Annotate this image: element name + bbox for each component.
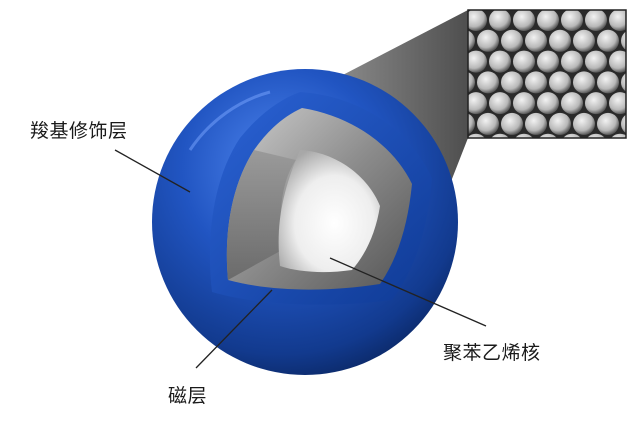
micrograph-bead [609,50,626,73]
sphere-highlight [188,90,271,151]
label-magnetic-layer: 磁层 [168,385,208,407]
micrograph-bead [489,92,511,115]
micrograph-bead [621,31,626,51]
micrograph-bead [549,71,571,94]
sem-micrograph [468,9,639,156]
micrograph-bead [489,50,511,73]
micrograph-bead [633,92,639,114]
micrograph-bead [537,10,559,31]
micrograph-bead [609,92,626,115]
micrograph-bead [537,92,559,115]
micrograph-bead [513,92,535,115]
polystyrene-core [278,150,380,273]
micrograph-bead [621,114,626,134]
micrograph-bead [537,50,559,73]
micrograph-bead [515,133,533,138]
micrograph-bead [468,10,487,31]
micrograph-bead [525,29,547,52]
micrograph-bead [468,133,485,138]
leader-line-magnetic [195,289,273,369]
micrograph-bead [561,10,583,31]
micrograph-bead [573,71,595,94]
micrograph-bead [561,50,583,73]
micrograph-bead [585,10,607,31]
micrograph-bead [468,92,487,115]
micrograph-bead [597,29,619,52]
micrograph-bead [573,112,595,135]
micrograph-bead [621,73,626,92]
micrograph-bead [611,133,626,138]
micrograph-bead [501,29,523,52]
micrograph-bead [468,113,475,135]
micrograph-bead [491,133,509,138]
micrograph-bead [597,71,619,94]
micrograph-bead [561,92,583,115]
micrograph-bead [513,10,535,31]
micrograph-bead [468,30,475,52]
micrograph-bead [549,112,571,135]
micrograph-bead [563,133,581,138]
micrograph-bead [468,50,487,73]
micrograph-bead [477,112,499,135]
micrograph-bead [597,112,619,135]
micrograph-bead [525,71,547,94]
micrograph-bead [633,9,639,31]
micrograph-bead [477,71,499,94]
micrograph-bead [609,10,626,31]
micrograph-bead [477,29,499,52]
label-carboxyl-layer: 羧基修饰层 [30,120,128,142]
leader-line-carboxyl [114,149,191,193]
micrograph-bead [585,92,607,115]
label-polystyrene-core: 聚苯乙烯核 [443,342,541,364]
micrograph-bead [573,29,595,52]
sem-micrograph-frame [467,9,627,139]
micrograph-bead [468,72,475,93]
micrograph-bead [633,134,639,156]
micrograph-bead [489,10,511,31]
leader-line-core [329,257,487,327]
micrograph-bead [587,133,605,138]
micrograph-bead [513,50,535,73]
micrograph-bead [633,51,639,73]
micrograph-bead [501,112,523,135]
micrograph-bead [525,112,547,135]
micrograph-bead [501,71,523,94]
micrograph-bead [539,133,557,138]
micrograph-bead [585,50,607,73]
micrograph-bead [549,29,571,52]
